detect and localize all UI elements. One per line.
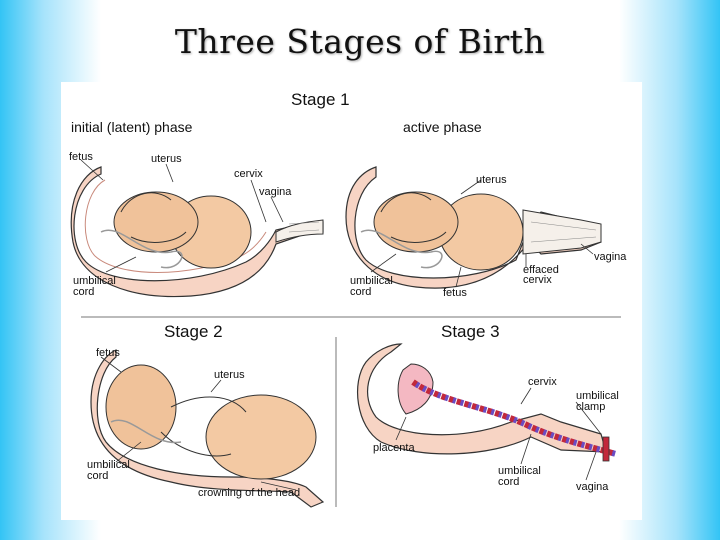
stage3-placenta-label: placenta [373,442,415,454]
stage1-phase-right: active phase [403,119,482,135]
stage1-left-cervix-label: cervix [234,168,263,180]
stage2-cord-label: cord [87,470,108,482]
leader-active-fetus [455,266,462,288]
leader-umbilical-clamp [575,401,602,435]
leader-stage2-fetus [100,356,122,373]
leader-uterus [165,163,174,183]
stage3-vagina-label: vagina [576,481,609,493]
leader-crowning [260,481,297,491]
stage1-right-fetus-label: fetus [443,287,467,299]
stage3-umbilical-label: umbilical [498,465,541,477]
stage1-right-umbilical-label: umbilical [350,275,393,287]
stage2-crowning-label: crowning of the head [198,487,300,499]
stage3-umbilical-clamp-label-1: umbilical [576,390,619,402]
stage1-left-vagina-label: vagina [259,186,292,198]
stage2-fetus-label: fetus [96,347,120,359]
stage2-illustration [90,349,325,508]
stage1-right-effaced-label: effaced [523,264,559,276]
stage1-right-cord-label: cord [350,286,371,298]
leader-fetus [80,159,104,181]
birth-stages-figure: Stage 1 initial (latent) phase active ph… [61,82,642,520]
stage1-right-cervix-label: cervix [523,274,552,286]
birth-stages-diagram: Stage 1 initial (latent) phase active ph… [69,90,627,508]
leader-vagina [270,196,284,223]
leader-active-uterus [460,179,482,195]
leader-active-cord [370,253,397,273]
stage1-active-illustration [345,166,602,289]
leader-cervix [250,179,267,223]
leader-stage3-cervix [520,387,532,405]
stage3-umbilical-clamp-label-2: clamp [576,401,605,413]
stage1-left-cord-label: cord [73,286,94,298]
stage1-left-fetus-label: fetus [69,151,93,163]
leader-stage3-vagina [585,451,597,481]
leader-placenta [395,416,407,441]
leader-stage2-uterus [210,379,222,393]
stage1-right-uterus-label: uterus [476,174,507,186]
leader-stage2-cord [115,441,142,463]
stage3-heading: Stage 3 [441,322,500,341]
stage1-phase-left: initial (latent) phase [71,119,193,135]
stage3-cord-label: cord [498,476,519,488]
stage1-heading: Stage 1 [291,90,350,109]
stage3-cervix-label: cervix [528,376,557,388]
stage2-heading: Stage 2 [164,322,223,341]
leader-stage3-cord [520,433,532,465]
leader-active-vagina [580,243,594,255]
stage3-illustration [357,343,617,462]
leader-umbilical-cord [105,256,137,273]
slide-title: Three Stages of Birth [174,22,546,61]
stage1-latent-illustration [70,166,324,298]
stage1-left-uterus-label: uterus [151,153,182,165]
stage2-uterus-label: uterus [214,369,245,381]
stage1-right-vagina-label: vagina [594,251,627,263]
stage2-umbilical-label: umbilical [87,459,130,471]
stage1-left-umbilical-label: umbilical [73,275,116,287]
